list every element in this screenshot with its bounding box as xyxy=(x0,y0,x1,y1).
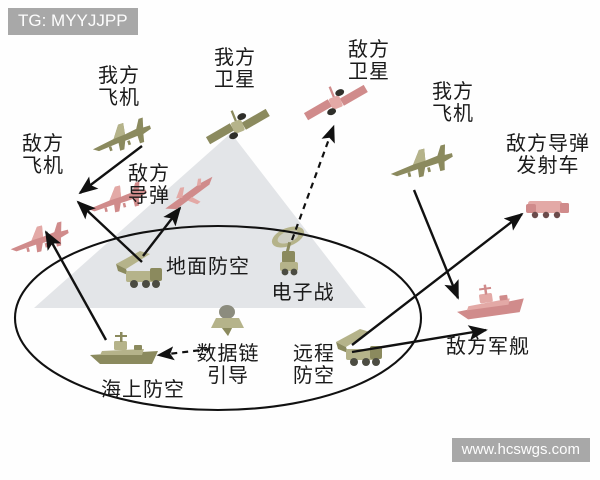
site-watermark: www.hcswgs.com xyxy=(451,438,590,462)
unit-enemy-aircraft-upper xyxy=(81,175,152,221)
arrow-ground-defense-to-enemy-aircraft xyxy=(76,200,143,263)
channel-watermark: TG: MYYJJPP xyxy=(8,8,138,35)
label-electronic-warfare: 电子战 xyxy=(271,282,335,304)
arrow-long-range-defense-to-launcher xyxy=(351,212,524,346)
label-friendly-aircraft-right: 我方 飞机 xyxy=(432,81,474,125)
unit-friendly-warship xyxy=(86,330,164,370)
unit-enemy-satellite xyxy=(294,70,378,137)
label-enemy-warship: 敌方军舰 xyxy=(446,336,530,358)
unit-data-link-node xyxy=(208,304,248,342)
label-enemy-missile-launcher: 敌方导弹 发射车 xyxy=(506,133,590,177)
arrow-ground-defense-to-enemy-missile xyxy=(142,206,182,257)
arrow-friendly-aircraft-right-to-launcher xyxy=(412,189,460,300)
defense-zone-ellipse xyxy=(13,224,423,412)
unit-friendly-satellite xyxy=(196,94,280,161)
arrow-friendly-aircraft-to-enemy-aircraft xyxy=(78,145,143,195)
unit-ground-air-defense xyxy=(110,248,166,292)
unit-enemy-warship xyxy=(450,277,533,327)
arrow-group xyxy=(44,124,524,361)
label-enemy-missile: 敌方 导弹 xyxy=(128,163,170,207)
label-enemy-aircraft: 敌方 飞机 xyxy=(22,133,64,177)
arrow-datalink-to-warship xyxy=(156,346,211,361)
unit-friendly-aircraft-left xyxy=(83,111,156,162)
arrow-electronic-warfare-to-enemy-satellite xyxy=(290,124,335,241)
label-friendly-aircraft-left: 我方 飞机 xyxy=(98,65,140,109)
label-long-range-air-defense: 远程 防空 xyxy=(293,343,335,387)
label-data-link-guidance: 数据链 引导 xyxy=(196,343,260,387)
unit-enemy-missile-launcher xyxy=(524,196,572,222)
unit-electronic-warfare xyxy=(268,224,312,278)
label-ground-air-defense: 地面防空 xyxy=(166,256,250,278)
unit-enemy-missile xyxy=(157,169,226,222)
arrow-warship-to-enemy-aircraft xyxy=(44,230,108,341)
label-enemy-satellite: 敌方 卫星 xyxy=(348,39,390,83)
unit-friendly-aircraft-right xyxy=(382,137,458,186)
label-friendly-satellite: 我方 卫星 xyxy=(214,47,256,91)
label-sea-air-defense: 海上防空 xyxy=(101,379,185,401)
arrow-long-range-defense-to-warship xyxy=(351,325,488,354)
